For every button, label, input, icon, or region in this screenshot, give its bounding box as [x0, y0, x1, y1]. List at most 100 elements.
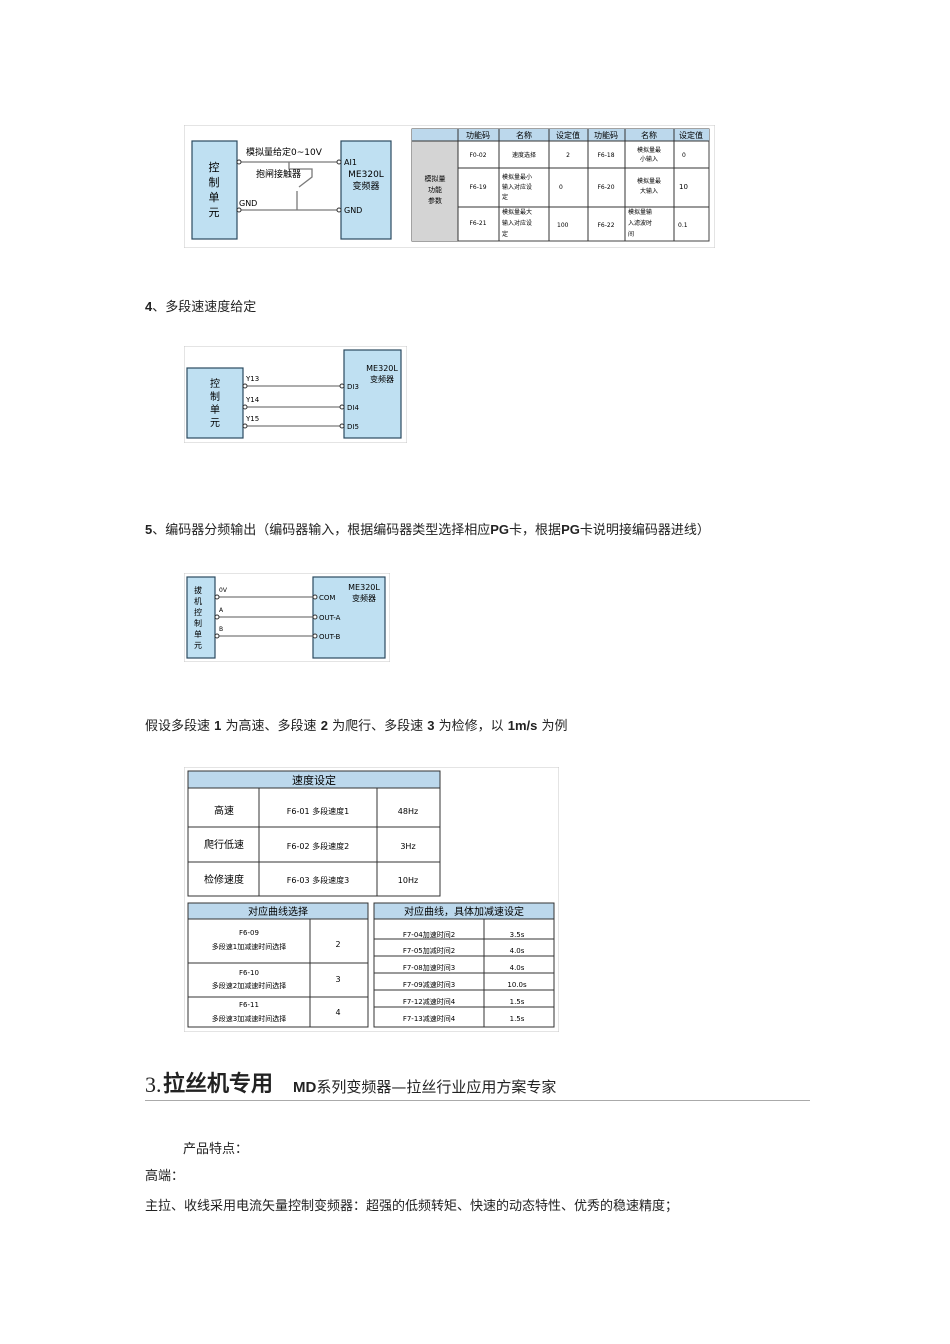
number: 1	[214, 718, 222, 733]
gnd-right-label: GND	[344, 206, 362, 215]
cell-name: 模拟量最大	[502, 208, 532, 216]
line-left-label: 0V	[219, 587, 228, 594]
drive-type: 变频器	[370, 374, 394, 384]
speed-table: 速度设定 高速 F6-01 多段速度1 48Hz 爬行低速 F6-02 多段速度…	[187, 770, 441, 897]
multispeed-wiring-diagram: 控 制 单 元 ME320L 变频器 Y13 Y14 Y15 DI3 DI4 D…	[184, 346, 407, 443]
text-part: 为例	[541, 719, 568, 734]
accel-value: 1.5s	[510, 1015, 525, 1023]
unit-char: 制	[209, 176, 220, 189]
col-header: 功能码	[594, 130, 618, 140]
signal-label: 模拟量给定0~10V	[246, 146, 323, 158]
unit-char: 单	[194, 629, 202, 639]
line-right-label: DI5	[347, 423, 359, 431]
col-header: 功能码	[466, 130, 490, 140]
speed-value: 3Hz	[400, 842, 415, 851]
unit-char: 控	[209, 160, 220, 174]
assumption-text: 假设多段速 1 为高速、多段速 2 为爬行、多段速 3 为检修，以 1m/s 为…	[145, 715, 568, 734]
unit-char: 单	[210, 404, 220, 416]
section-5-heading: 5、编码器分频输出（编码器输入，根据编码器类型选择相应PG卡，根据PG卡说明接编…	[145, 519, 710, 538]
col-header: 名称	[516, 130, 532, 140]
unit-char: 元	[209, 206, 220, 219]
line-right-label: OUT-B	[319, 633, 341, 641]
section-number: 4	[145, 299, 153, 314]
accel-param: F7-09减速时间3	[403, 980, 455, 989]
curve-value: 3	[335, 975, 340, 984]
cell-name: 输入对应设	[502, 219, 532, 227]
col-header: 名称	[641, 130, 657, 140]
cell-value: 10	[679, 183, 688, 191]
control-unit-block	[191, 140, 238, 240]
unit-char: 机	[194, 596, 202, 606]
cell-name: 定	[502, 230, 508, 238]
control-unit-block	[186, 576, 216, 659]
cell-name: 入滤波时	[628, 219, 652, 227]
encoder-wiring-diagram: 拔 机 控 制 单 元 ME320L 变频器 0V A B COM OUT-A …	[184, 573, 390, 662]
cell-code: F6-22	[597, 222, 614, 229]
curve-select-table: 对应曲线选择 F6-09 多段速1加减速时间选择 2 F6-10 多段速2加减速…	[187, 902, 369, 1028]
cell-code: F6-19	[469, 184, 486, 191]
accel-param: F7-12减速时间4	[403, 997, 456, 1006]
cell-name: 模拟量最	[637, 177, 661, 185]
section-text: 、多段速速度给定	[152, 300, 257, 315]
drive-model: ME320L	[348, 170, 384, 180]
unit-char: 制	[210, 390, 220, 403]
cell-name: 速度选择	[512, 151, 536, 159]
ai1-label: AI1	[344, 158, 357, 167]
cell-value: 100	[557, 222, 569, 229]
curve-code: F6-10	[239, 969, 259, 977]
cell-code: F6-18	[597, 152, 614, 159]
accel-decel-table: 对应曲线，具体加减速设定 F7-04加速时间2 3.5s F7-05加减时间2 …	[373, 902, 555, 1028]
speed-value: 10Hz	[398, 876, 418, 885]
line-right-label: DI4	[347, 404, 359, 412]
curve-desc: 多段速1加减速时间选择	[212, 942, 286, 951]
number: 1m/s	[507, 718, 538, 733]
line-right-label: OUT-A	[319, 614, 341, 622]
accel-param: F7-13减速时间4	[403, 1014, 456, 1023]
section-subtitle: MD系列变频器—拉丝行业应用方案专家	[293, 1076, 556, 1097]
control-unit-block	[186, 367, 244, 439]
curve-code: F6-11	[239, 1001, 259, 1009]
drive-block	[340, 140, 392, 240]
table-title: 对应曲线，具体加减速设定	[404, 905, 524, 918]
accel-param: F7-04加速时间2	[403, 930, 455, 939]
accel-value: 3.5s	[510, 931, 525, 939]
features-high-label: 高端：	[145, 1169, 185, 1184]
cell-name: 模拟量输	[628, 208, 652, 216]
drive-block	[343, 349, 402, 439]
cell-code: F6-20	[597, 184, 614, 191]
contact-label: 抱闸接触器	[256, 168, 301, 180]
unit-char: 控	[194, 607, 202, 617]
speed-param: F6-02 多段速度2	[287, 841, 349, 851]
cell-name: 模拟量最	[637, 146, 661, 154]
curve-desc: 多段速3加减速时间选择	[212, 1014, 286, 1023]
unit-char: 控	[210, 377, 220, 390]
accel-value: 4.0s	[510, 947, 525, 955]
group-label: 功能	[428, 185, 442, 194]
curve-value: 2	[335, 940, 340, 949]
speed-value: 48Hz	[398, 807, 418, 816]
drive-type: 变频器	[352, 180, 379, 192]
number: 3	[427, 718, 435, 733]
speed-name: 高速	[214, 804, 234, 817]
speed-settings-figure: 速度设定 高速 F6-01 多段速度1 48Hz 爬行低速 F6-02 多段速度…	[184, 767, 559, 1032]
cell-name: 输入对应设	[502, 183, 532, 191]
unit-char: 制	[194, 618, 202, 628]
cell-name: 模拟量最小	[502, 173, 532, 181]
cell-name: 小输入	[640, 155, 658, 163]
analog-wiring-diagram: 控 制 单 元 ME320L 变频器 模拟量给定0~10V 抱闸接触器 GND …	[184, 125, 715, 248]
group-label: 模拟量	[425, 174, 446, 183]
analog-parameter-table: 功能码 名称 设定值 功能码 名称 设定值 模拟量 功能 参数 F0-02 速度…	[411, 128, 710, 242]
section-3-heading: 3. 拉丝机专用 MD系列变频器—拉丝行业应用方案专家	[145, 1064, 810, 1101]
cell-name: 大输入	[640, 187, 658, 195]
speed-name: 爬行低速	[204, 838, 244, 851]
text-part: 为爬行、多段速	[332, 719, 424, 734]
accel-value: 4.0s	[510, 964, 525, 972]
section-text: 、编码器分频输出（编码器输入，根据编码器类型选择相应	[152, 523, 491, 538]
curve-code: F6-09	[239, 929, 259, 937]
section-number: 3.	[145, 1072, 162, 1097]
unit-char: 元	[210, 418, 220, 429]
section-text: 卡说明接编码器进线）	[579, 523, 710, 538]
cell-code: F0-02	[469, 152, 486, 159]
cell-name: 间	[628, 230, 634, 238]
cell-code: F6-21	[469, 220, 486, 227]
